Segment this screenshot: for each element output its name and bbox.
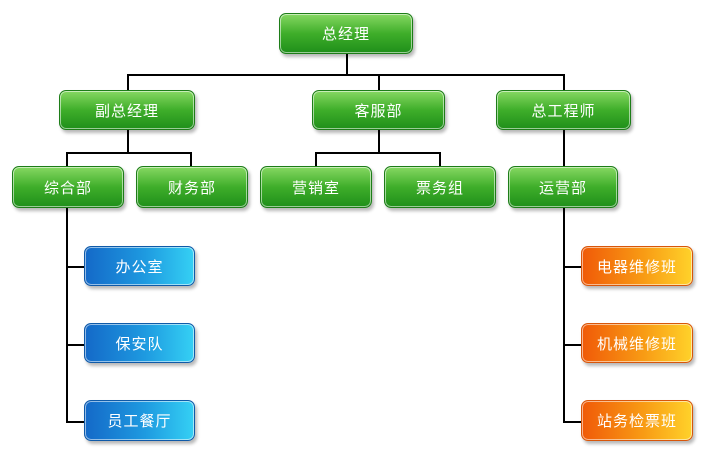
connector-line xyxy=(315,152,317,166)
connector-line xyxy=(66,266,84,268)
connector-line xyxy=(563,421,581,423)
connector-line xyxy=(563,266,581,268)
connector-line xyxy=(439,152,441,166)
node-customer-service: 客服部 xyxy=(312,90,445,130)
node-chief-engineer: 总工程师 xyxy=(496,90,631,130)
node-deputy-general-manager: 副总经理 xyxy=(59,90,195,130)
node-ticketing: 票务组 xyxy=(384,166,496,208)
connector-line xyxy=(127,74,565,76)
node-security-team: 保安队 xyxy=(84,323,195,363)
node-general-manager: 总经理 xyxy=(279,13,413,54)
connector-line xyxy=(66,344,84,346)
node-operations: 运营部 xyxy=(508,166,618,208)
connector-line xyxy=(346,54,348,76)
connector-line xyxy=(378,130,380,154)
connector-line xyxy=(563,74,565,90)
node-electrical-maintenance: 电器维修班 xyxy=(581,246,693,286)
connector-line xyxy=(190,152,192,166)
connector-line xyxy=(563,130,565,166)
connector-line xyxy=(66,208,68,423)
connector-line xyxy=(563,208,565,423)
node-mechanical-maintenance: 机械维修班 xyxy=(581,323,693,363)
connector-line xyxy=(66,152,68,166)
node-office: 办公室 xyxy=(84,246,195,286)
connector-line xyxy=(315,152,441,154)
node-station-ticket-check: 站务检票班 xyxy=(581,400,693,441)
connector-line xyxy=(66,152,192,154)
connector-line xyxy=(66,421,84,423)
node-general-affairs: 综合部 xyxy=(12,166,124,208)
connector-line xyxy=(127,74,129,90)
connector-line xyxy=(563,344,581,346)
node-finance: 财务部 xyxy=(136,166,248,208)
connector-line xyxy=(127,130,129,154)
node-marketing: 营销室 xyxy=(260,166,372,208)
connector-line xyxy=(378,74,380,90)
node-staff-canteen: 员工餐厅 xyxy=(84,400,195,441)
